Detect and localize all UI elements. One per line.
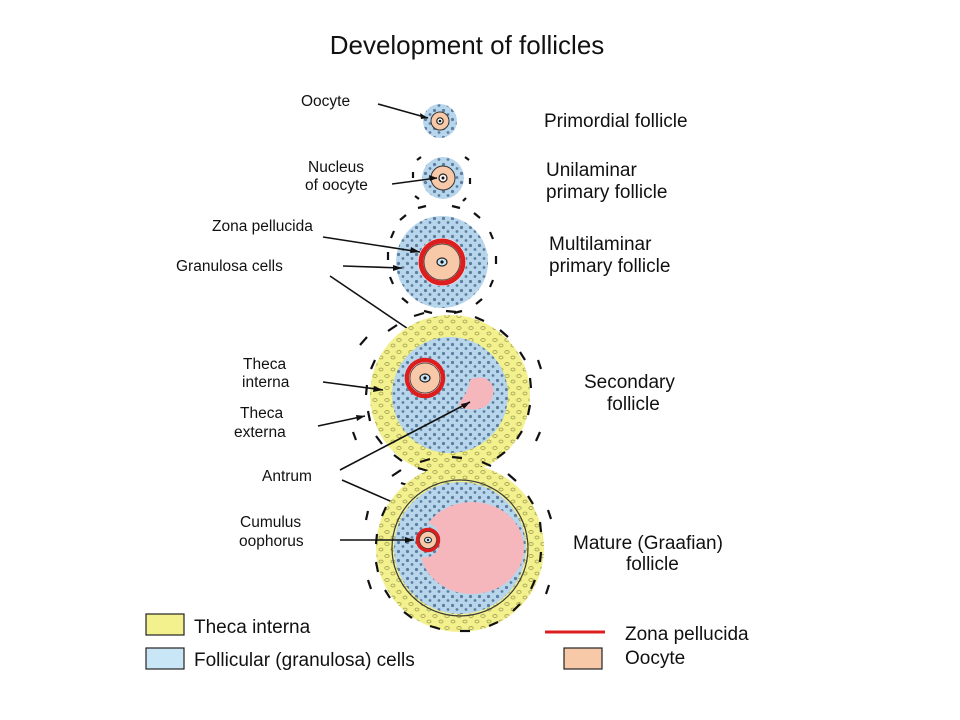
stage-mature-2: follicle <box>626 554 679 575</box>
legend-label-zona: Zona pellucida <box>625 624 749 645</box>
page-title: Development of follicles <box>329 30 605 60</box>
nucleus-pointer <box>391 177 438 185</box>
stage-unilaminar-2: primary follicle <box>546 182 667 203</box>
stage-multilaminar-1: Multilaminar <box>549 234 652 255</box>
oocyte-pointer <box>377 103 429 119</box>
antrum-secondary <box>458 377 494 410</box>
legend-swatch-oocyte <box>563 647 603 670</box>
stage-mature-1: Mature (Graafian) <box>573 533 723 554</box>
legend-swatch-granulosa <box>145 647 185 670</box>
stage-secondary-1: Secondary <box>584 372 675 393</box>
label-theca-externa-2: externa <box>234 424 286 441</box>
multilaminar-follicle <box>386 204 498 315</box>
label-cumulus-2: oophorus <box>239 533 304 550</box>
primordial-follicle <box>423 104 457 138</box>
antrum-mature <box>420 502 524 594</box>
label-nucleus-1: Nucleus <box>308 159 364 176</box>
secondary-follicle <box>351 309 543 488</box>
legend-label-oocyte: Oocyte <box>625 648 685 669</box>
legend-swatch-theca <box>145 613 185 636</box>
mature-follicle <box>364 455 553 633</box>
label-theca-interna-2: interna <box>242 374 290 391</box>
stage-multilaminar-2: primary follicle <box>549 256 670 277</box>
zona-pointer <box>322 236 421 253</box>
label-cumulus-1: Cumulus <box>240 514 301 531</box>
label-zona: Zona pellucida <box>212 218 313 235</box>
label-theca-interna-1: Theca <box>243 356 286 373</box>
granulosa-pointer <box>342 265 403 269</box>
label-nucleus-2: of oocyte <box>305 177 368 194</box>
theca-interna-pointer <box>322 381 384 391</box>
label-oocyte: Oocyte <box>301 93 350 110</box>
stage-primordial: Primordial follicle <box>544 111 688 132</box>
legend: Theca interna Follicular (granulosa) cel… <box>145 613 749 671</box>
label-theca-externa-1: Theca <box>240 405 283 422</box>
antrum-pointer-secondary <box>339 401 471 471</box>
stage-unilaminar-1: Unilaminar <box>546 160 637 181</box>
legend-label-granulosa: Follicular (granulosa) cells <box>194 650 415 671</box>
label-granulosa: Granulosa cells <box>176 258 283 275</box>
stage-secondary-2: follicle <box>607 394 660 415</box>
legend-label-theca: Theca interna <box>194 617 311 638</box>
unilaminar-follicle <box>411 156 472 202</box>
label-antrum: Antrum <box>262 468 312 485</box>
